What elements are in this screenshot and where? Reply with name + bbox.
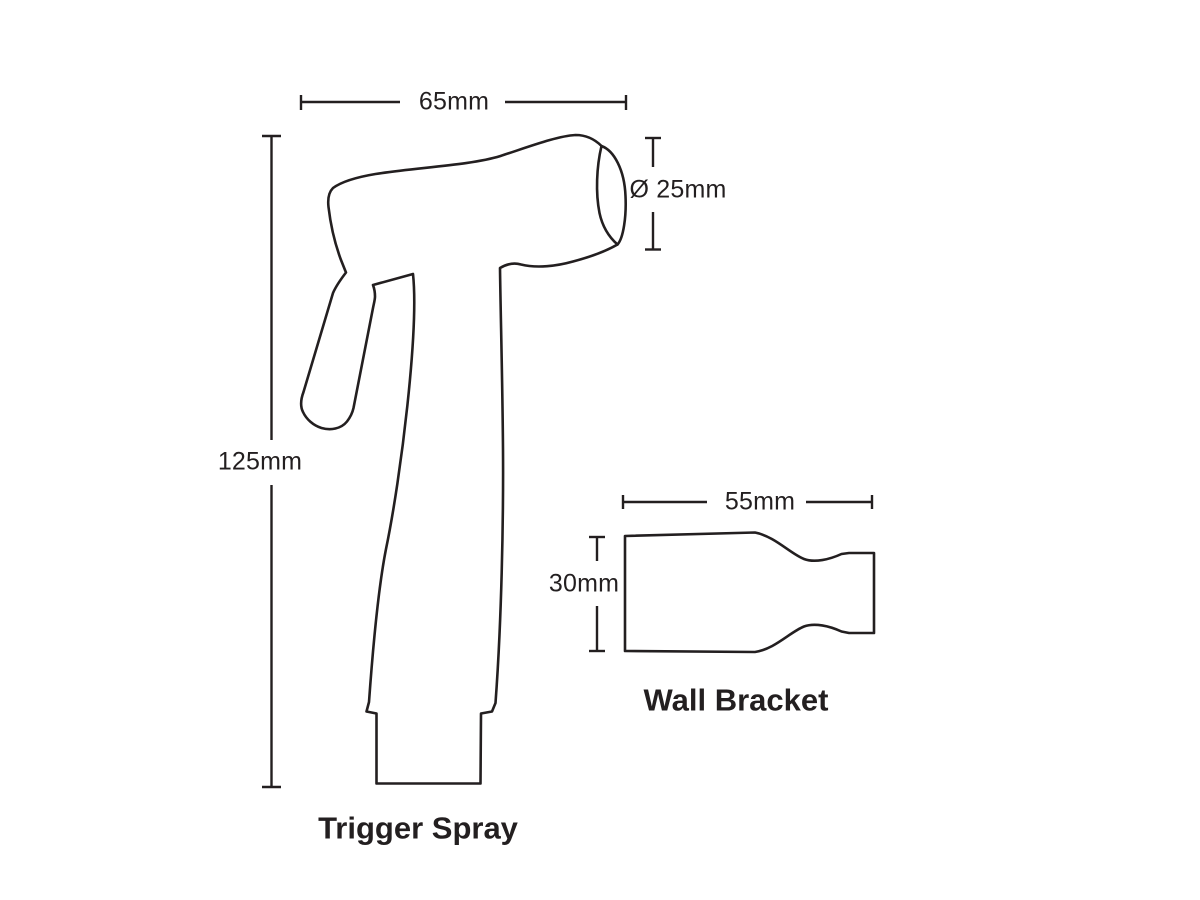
dim-65mm-label: 65mm	[418, 87, 490, 116]
dim-65mm-line	[299, 95, 628, 110]
dim-30mm-line	[589, 535, 605, 653]
dim-125mm-line	[262, 134, 281, 789]
dim-55mm-label: 55mm	[724, 487, 796, 516]
dim-25mm-line	[645, 136, 661, 251]
wall-bracket-outline	[623, 531, 876, 654]
dim-30mm-label: 30mm	[548, 569, 620, 598]
trigger-spray-caption: Trigger Spray	[318, 810, 518, 846]
trigger-spray-outline	[299, 133, 627, 785]
dim-125mm-label: 125mm	[217, 447, 303, 476]
wall-bracket-caption: Wall Bracket	[643, 682, 829, 718]
dim-55mm-line	[621, 495, 874, 509]
nozzle-rim-arc	[595, 144, 619, 246]
dim-nozzle-diameter-label: Ø 25mm	[629, 175, 727, 204]
